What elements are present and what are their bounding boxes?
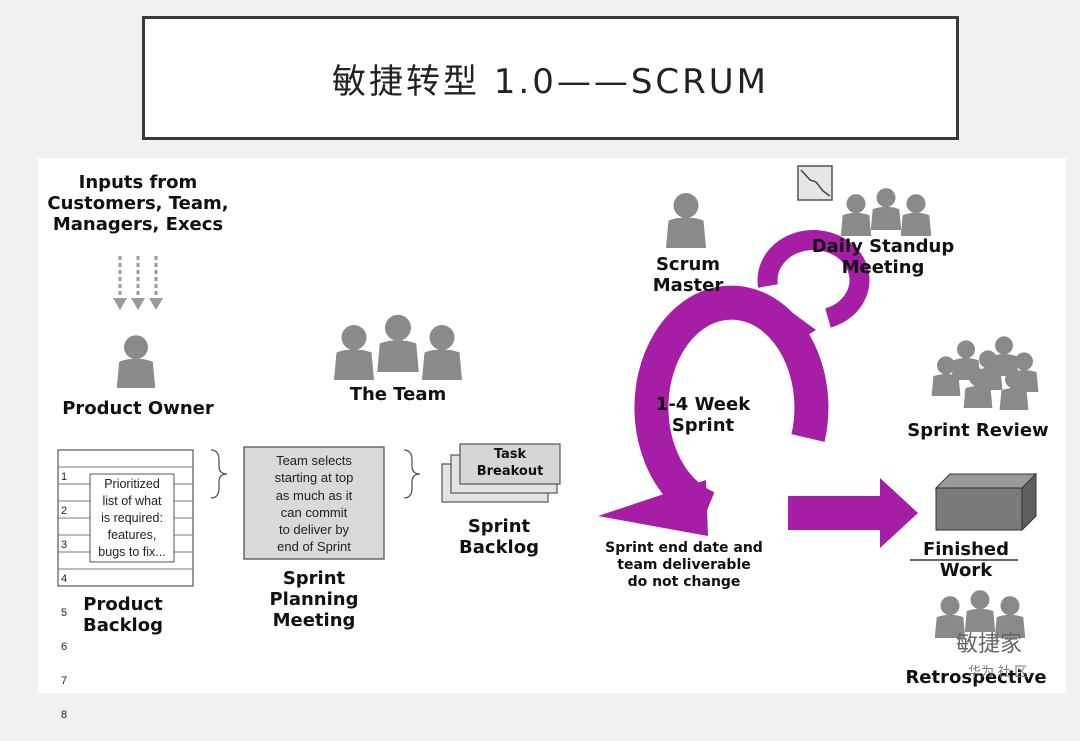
product-owner-icon	[116, 335, 156, 388]
input-arrow-heads	[113, 298, 163, 310]
backlog-row: 6	[61, 641, 68, 653]
sprint-note: Sprint end date and team deliverable do …	[605, 540, 763, 590]
backlog-row: 1	[61, 471, 68, 483]
backlog-row: 7	[61, 675, 68, 687]
product-backlog-label: Product Backlog	[83, 594, 163, 637]
product-backlog-list	[57, 449, 194, 587]
sprint-loop-arrow	[598, 285, 829, 536]
backlog-row: 5	[61, 607, 68, 619]
finished-work-box-icon	[934, 472, 1038, 532]
backlog-row: 4	[61, 573, 68, 585]
scrum-master-icon	[666, 193, 706, 248]
page-title: 敏捷转型 1.0——SCRUM	[331, 61, 770, 102]
sprint-review-icon	[931, 336, 1039, 410]
watermark: 敏捷家	[956, 631, 1023, 656]
daily-standup-label: Daily Standup Meeting	[811, 236, 955, 279]
input-arrows	[118, 256, 158, 298]
daily-loop-arrow	[757, 230, 870, 346]
finished-work-label: Finished Work	[922, 539, 1010, 582]
backlog-row-numbers: 1 2 3 4 5 6 7 8	[61, 452, 81, 741]
sprint-loop-label: 1-4 Week Sprint	[655, 394, 751, 437]
backlog-row: 2	[61, 505, 68, 517]
daily-standup-icon	[840, 188, 932, 236]
team-icon	[334, 314, 462, 380]
scrum-master-label: Scrum Master	[652, 254, 724, 297]
planning-label: Sprint Planning Meeting	[269, 568, 359, 632]
backlog-note: Prioritized list of what is required: fe…	[98, 477, 166, 559]
brace-icons	[210, 449, 421, 499]
team-label: The Team	[349, 384, 447, 405]
task-breakout-label: Task Breakout	[476, 447, 544, 479]
inputs-label: Inputs from Customers, Team, Managers, E…	[47, 172, 229, 236]
title-box: 敏捷转型 1.0——SCRUM	[142, 16, 959, 140]
sprint-backlog-label: Sprint Backlog	[459, 516, 539, 559]
task-breakout-cards	[441, 443, 561, 503]
planning-note: Team selects starting at top as much as …	[274, 453, 354, 555]
watermark-sub: 华为 社 区	[968, 664, 1028, 679]
backlog-row: 8	[61, 709, 68, 721]
sprint-review-label: Sprint Review	[907, 420, 1049, 441]
backlog-row: 3	[61, 539, 68, 551]
scrum-diagram: Inputs from Customers, Team, Managers, E…	[38, 158, 1066, 721]
retrospective-label: Retrospective	[905, 667, 1047, 688]
diagram-graphics	[57, 165, 1039, 638]
burndown-chart-icon	[797, 165, 833, 201]
product-owner-label: Product Owner	[62, 398, 214, 419]
planning-box	[243, 446, 385, 560]
output-arrow	[788, 478, 918, 548]
